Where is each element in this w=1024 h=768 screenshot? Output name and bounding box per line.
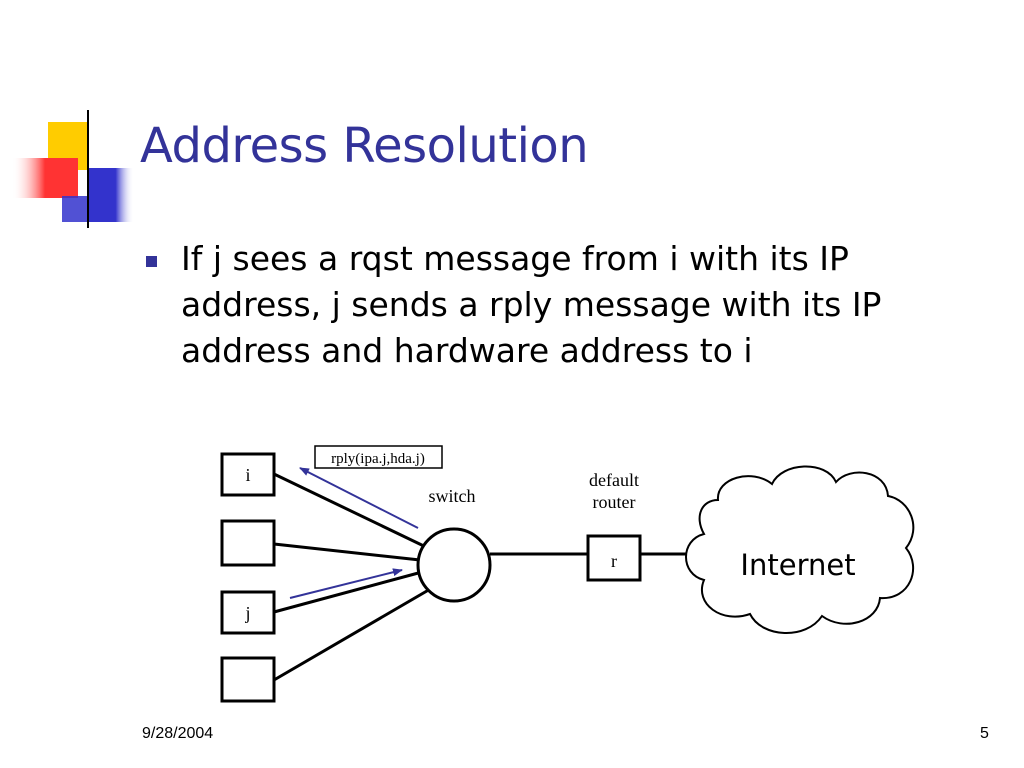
link-host2-switch [273, 542, 421, 562]
internet-label: Internet [740, 548, 855, 582]
reply-message-box [314, 445, 443, 469]
reply-message-label: rply(ipa.j,hda.j) [331, 451, 425, 467]
footer-date: 9/28/2004 [142, 725, 214, 742]
title-decoration [12, 110, 1000, 228]
link-i-switch [273, 472, 429, 550]
switch-node [416, 527, 492, 603]
router-box [586, 534, 642, 582]
host-4-box [220, 656, 276, 703]
router-label-line1: default [589, 470, 639, 490]
page-number: 5 [980, 725, 989, 742]
slide-title: Address Resolution [140, 118, 589, 174]
bullet-text: If j sees a rqst message from i with its… [181, 239, 882, 370]
host-i-label: i [245, 465, 250, 485]
host-2-box [220, 519, 276, 567]
router-label-line2: router [593, 492, 636, 512]
switch-label: switch [429, 486, 476, 506]
host-j-label: j [244, 603, 250, 623]
deco-red-bar [12, 158, 78, 198]
host-j-box [220, 590, 276, 635]
deco-blue-bar [88, 168, 134, 222]
host-i-box [220, 452, 276, 497]
link-host4-switch [273, 586, 433, 682]
internet-cloud [685, 465, 915, 634]
reply-arrow [299, 467, 419, 529]
request-arrow [289, 568, 403, 599]
link-j-switch [273, 570, 423, 614]
router-node-label: r [611, 551, 617, 571]
square-bullet-icon [146, 256, 157, 267]
